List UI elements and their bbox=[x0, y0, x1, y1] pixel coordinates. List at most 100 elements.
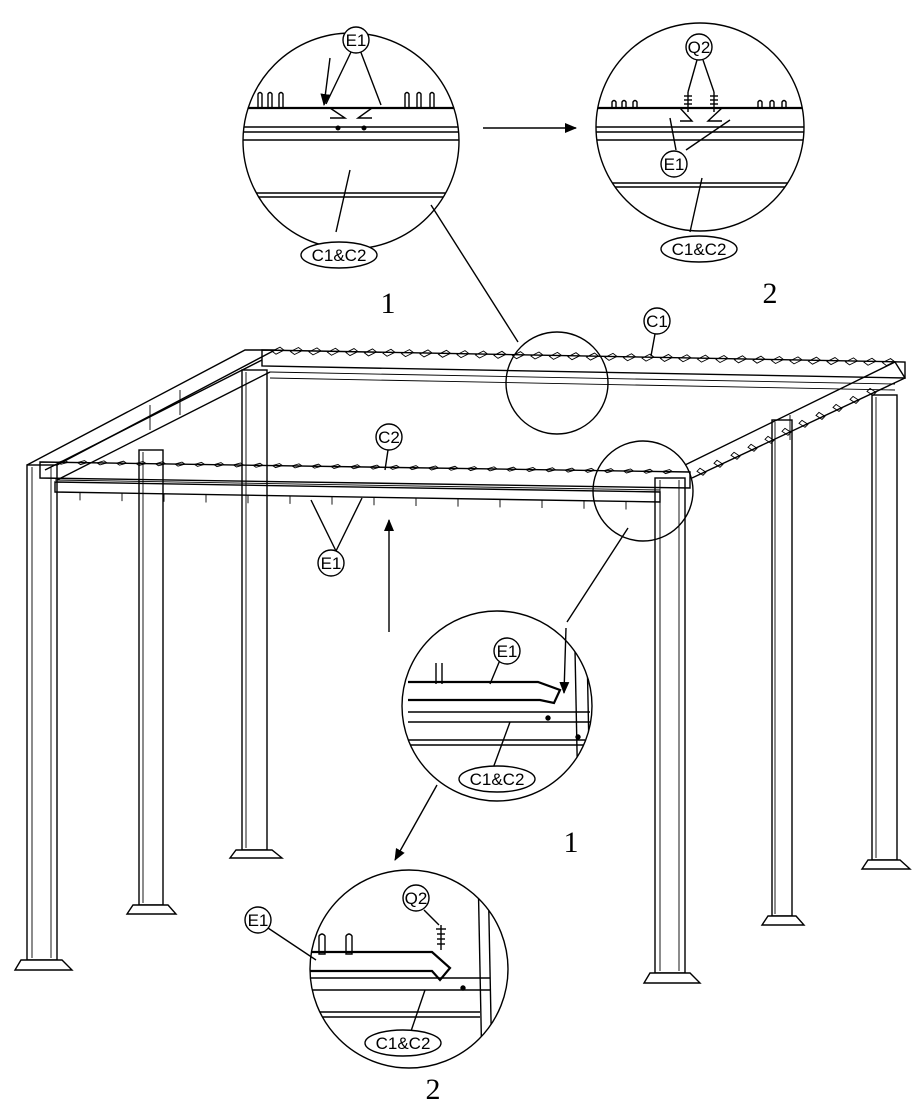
louver-slat bbox=[505, 466, 518, 472]
louver-slat bbox=[289, 347, 304, 356]
louver-slat bbox=[308, 347, 322, 356]
louver-slat bbox=[493, 350, 507, 359]
beam-front-c2 bbox=[39, 459, 691, 510]
louver-slat bbox=[832, 403, 843, 412]
post-far-right bbox=[860, 394, 912, 870]
post-front-left bbox=[13, 464, 74, 971]
leader-e1-a bbox=[310, 499, 337, 552]
mount-pin bbox=[781, 99, 787, 108]
beam-left-side bbox=[26, 349, 276, 481]
mount-pin bbox=[278, 91, 284, 108]
louver-slat bbox=[844, 357, 859, 366]
detail-b: Q2 E1 C1&C2 2 bbox=[595, 22, 805, 310]
louver-slat bbox=[770, 355, 785, 365]
louver-slat bbox=[212, 462, 226, 468]
louver-slat bbox=[815, 411, 826, 420]
louver-slat bbox=[154, 461, 167, 467]
label-e1: E1 bbox=[497, 642, 518, 661]
label-e1-circle bbox=[317, 549, 345, 577]
louver-slat bbox=[602, 468, 616, 474]
louver-slat bbox=[474, 350, 489, 359]
label-q2-circle bbox=[685, 33, 713, 61]
louver-slat bbox=[76, 460, 89, 466]
label-c2-circle bbox=[375, 423, 403, 451]
louver-slat bbox=[115, 460, 128, 466]
leader-e1-b bbox=[335, 497, 363, 552]
louver-slat bbox=[544, 467, 557, 473]
louver-slat bbox=[696, 467, 707, 476]
label-e1-circle bbox=[660, 150, 688, 178]
louver-slat bbox=[419, 349, 433, 358]
louver-slat bbox=[659, 353, 674, 362]
post-front-right bbox=[642, 477, 702, 984]
arrow-to-detail-d bbox=[394, 784, 438, 861]
post-back-left bbox=[228, 369, 284, 859]
label-q2: Q2 bbox=[405, 889, 428, 908]
louver-slat bbox=[56, 459, 70, 465]
label-c1c2: C1&C2 bbox=[312, 246, 367, 265]
louver-slat bbox=[563, 467, 577, 473]
louver-slat bbox=[567, 352, 581, 361]
louver-slat bbox=[95, 460, 109, 466]
focus-circle-back bbox=[505, 331, 609, 435]
label-e1: E1 bbox=[346, 31, 367, 50]
louver-slat bbox=[604, 352, 618, 361]
louver-slat bbox=[583, 467, 596, 473]
screw-q2-left bbox=[684, 92, 692, 112]
louver-slat bbox=[764, 435, 775, 444]
louver-slat bbox=[798, 419, 809, 428]
mount-pin bbox=[404, 91, 410, 108]
beam-right-side bbox=[684, 361, 907, 479]
label-e1-circle bbox=[342, 26, 370, 54]
louver-slat bbox=[485, 466, 499, 472]
louver-slat bbox=[622, 468, 635, 474]
mount-pin bbox=[757, 99, 763, 108]
louver-slat bbox=[863, 357, 877, 366]
louver-slat bbox=[781, 427, 792, 436]
screw-q2 bbox=[436, 925, 446, 950]
beam-back-c1 bbox=[261, 346, 906, 391]
label-c1c2-oval bbox=[364, 1029, 442, 1057]
mount-pin bbox=[429, 91, 435, 108]
label-q2: Q2 bbox=[688, 38, 711, 57]
louver-slat bbox=[232, 462, 245, 468]
louver-slat bbox=[713, 459, 724, 468]
label-c1-circle bbox=[643, 307, 671, 335]
label-c1c2-oval bbox=[300, 241, 378, 269]
louver-slat bbox=[511, 351, 526, 360]
screw-q2-right bbox=[710, 92, 718, 112]
louver-slat bbox=[866, 387, 877, 397]
louver-slat bbox=[368, 464, 382, 470]
louver-slat bbox=[715, 354, 729, 363]
label-c1: C1 bbox=[646, 312, 668, 331]
louver-slat bbox=[466, 466, 479, 472]
louver-slat bbox=[747, 443, 758, 452]
detail-c: E1 C1&C2 1 bbox=[401, 610, 593, 859]
louver-slat bbox=[524, 466, 538, 472]
label-c1c2-oval bbox=[660, 235, 738, 263]
louver-slat bbox=[641, 468, 655, 474]
label-c1c2: C1&C2 bbox=[672, 240, 727, 259]
mount-pin bbox=[769, 99, 775, 108]
step-number: 2 bbox=[763, 277, 778, 310]
louver-slat bbox=[326, 347, 341, 356]
louver-slat bbox=[388, 464, 401, 470]
louver-slat bbox=[446, 465, 460, 471]
mount-pin bbox=[611, 99, 617, 108]
step-number: 1 bbox=[381, 287, 396, 320]
louver-slat bbox=[193, 461, 206, 467]
louver-slat bbox=[427, 465, 440, 471]
louver-slat bbox=[548, 351, 563, 360]
post-back-right bbox=[760, 419, 806, 926]
louver-slat bbox=[641, 353, 655, 362]
step-number: 1 bbox=[564, 826, 579, 859]
louver-slat bbox=[290, 463, 304, 469]
mount-pin bbox=[267, 91, 273, 108]
louver-slat bbox=[251, 462, 265, 468]
louver-slat bbox=[382, 348, 396, 357]
louver-slat bbox=[849, 395, 860, 404]
louver-slat bbox=[826, 357, 840, 366]
post-mid-left bbox=[125, 449, 178, 915]
louver-slat bbox=[271, 346, 285, 355]
